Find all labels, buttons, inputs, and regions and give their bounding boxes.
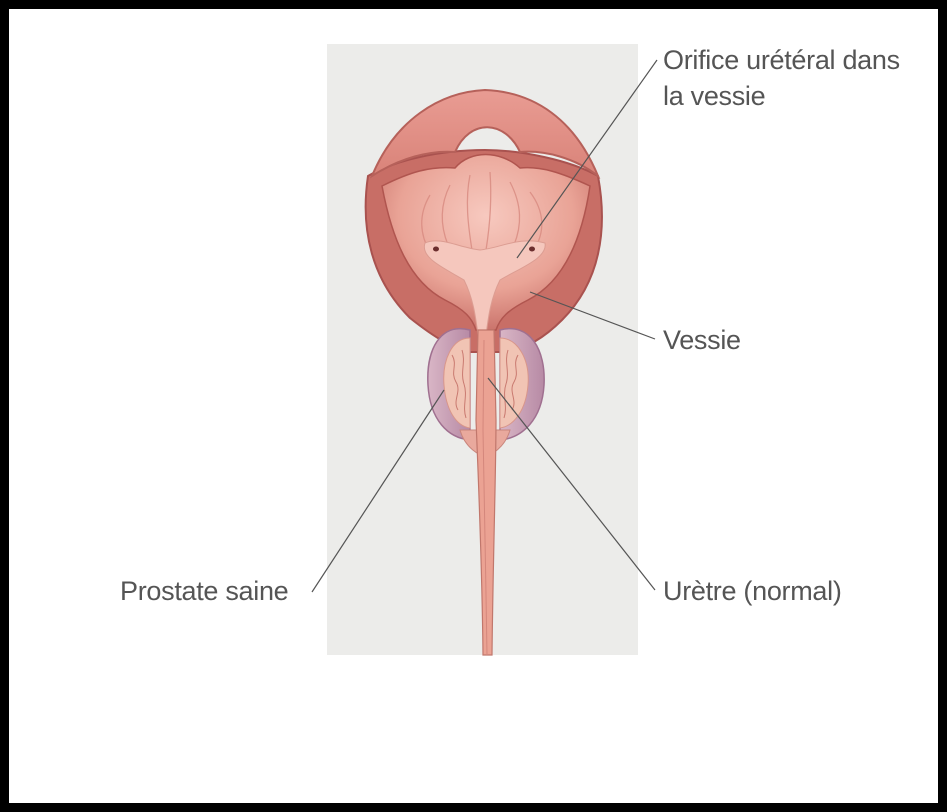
label-prostate: Prostate saine xyxy=(120,573,288,609)
label-bladder: Vessie xyxy=(663,322,741,358)
leader-line-uretre xyxy=(488,378,655,590)
label-ureteral-orifice: Orifice urétéral dans la vessie xyxy=(663,42,903,114)
ureteral-orifice-left xyxy=(433,247,439,252)
ureteral-orifice-right xyxy=(529,247,535,252)
label-urethra: Urètre (normal) xyxy=(663,573,842,609)
leader-line-prostate xyxy=(312,390,444,592)
